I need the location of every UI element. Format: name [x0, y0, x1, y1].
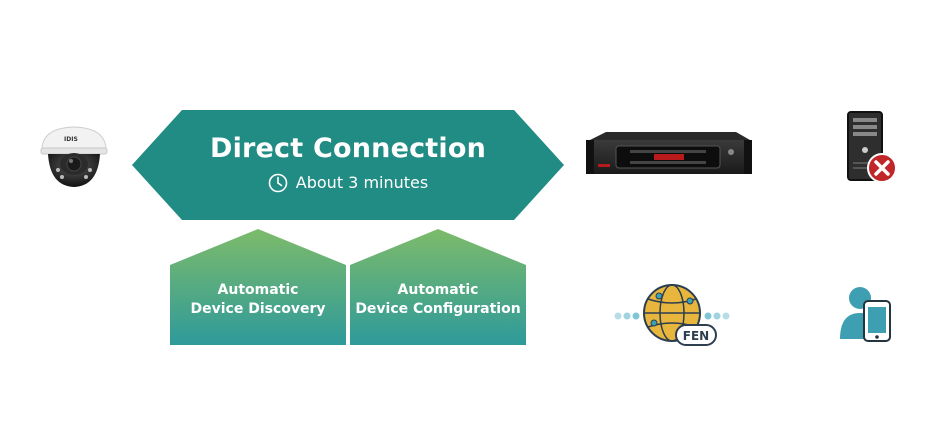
feature-device-discovery: Automatic Device Discovery [170, 229, 346, 345]
banner-subtitle: About 3 minutes [295, 173, 429, 192]
nvr-recorder-icon [586, 132, 752, 174]
feature-shape [170, 229, 346, 345]
camera-brand-label: IDIS [64, 136, 78, 143]
banner-title: Direct Connection [209, 133, 487, 164]
feature-label: Automatic Device Configuration [350, 281, 526, 319]
feature-device-configuration: Automatic Device Configuration [350, 229, 526, 345]
clock-icon [268, 173, 288, 192]
feature-label: Automatic Device Discovery [170, 281, 346, 319]
feature-label-line1: Automatic [397, 282, 479, 298]
banner-subtitle-row: About 3 minutes [132, 172, 564, 193]
mobile-user-icon [840, 287, 891, 342]
direct-connection-banner [132, 110, 564, 220]
pc-tower-crossed-icon [847, 111, 897, 183]
feature-label-line2: Device Configuration [355, 301, 521, 317]
feature-label-line2: Device Discovery [190, 301, 326, 317]
fen-label: FEN [683, 329, 709, 343]
dome-camera-icon: IDIS [40, 126, 108, 187]
feature-label-line1: Automatic [217, 282, 299, 298]
feature-shape [350, 229, 526, 345]
fen-globe-icon: FEN [614, 284, 730, 346]
